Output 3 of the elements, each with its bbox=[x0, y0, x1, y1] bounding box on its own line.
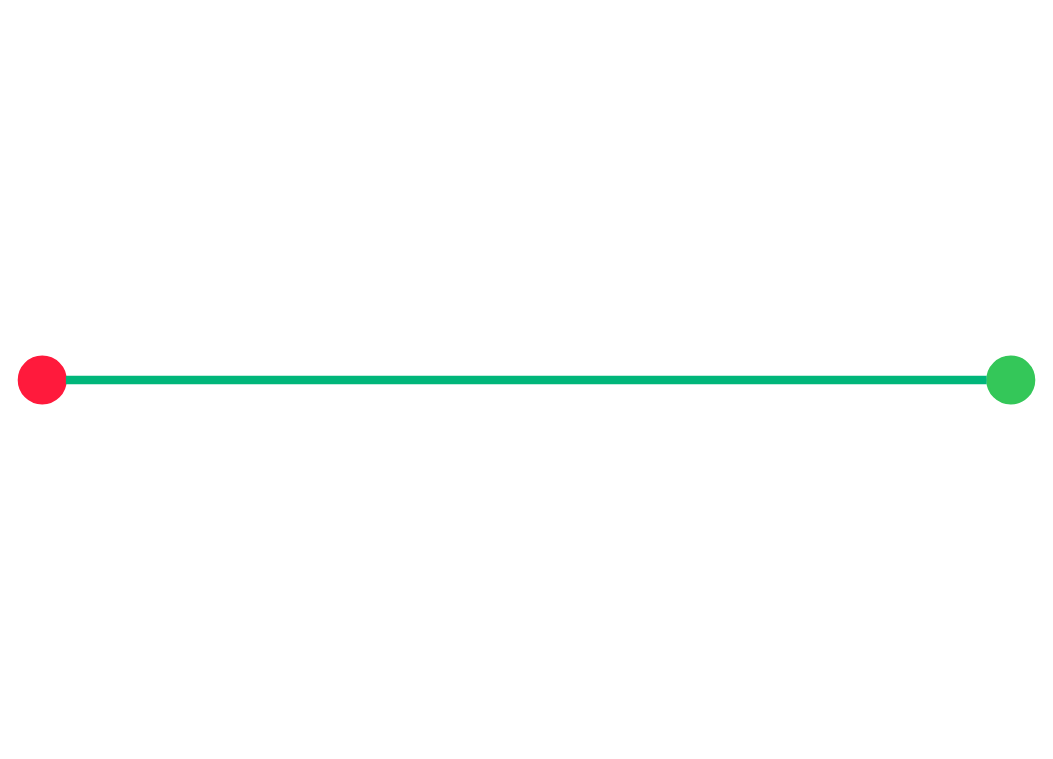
node-circle bbox=[986, 354, 1036, 405]
node-circle bbox=[17, 354, 67, 405]
connector bbox=[65, 375, 987, 384]
